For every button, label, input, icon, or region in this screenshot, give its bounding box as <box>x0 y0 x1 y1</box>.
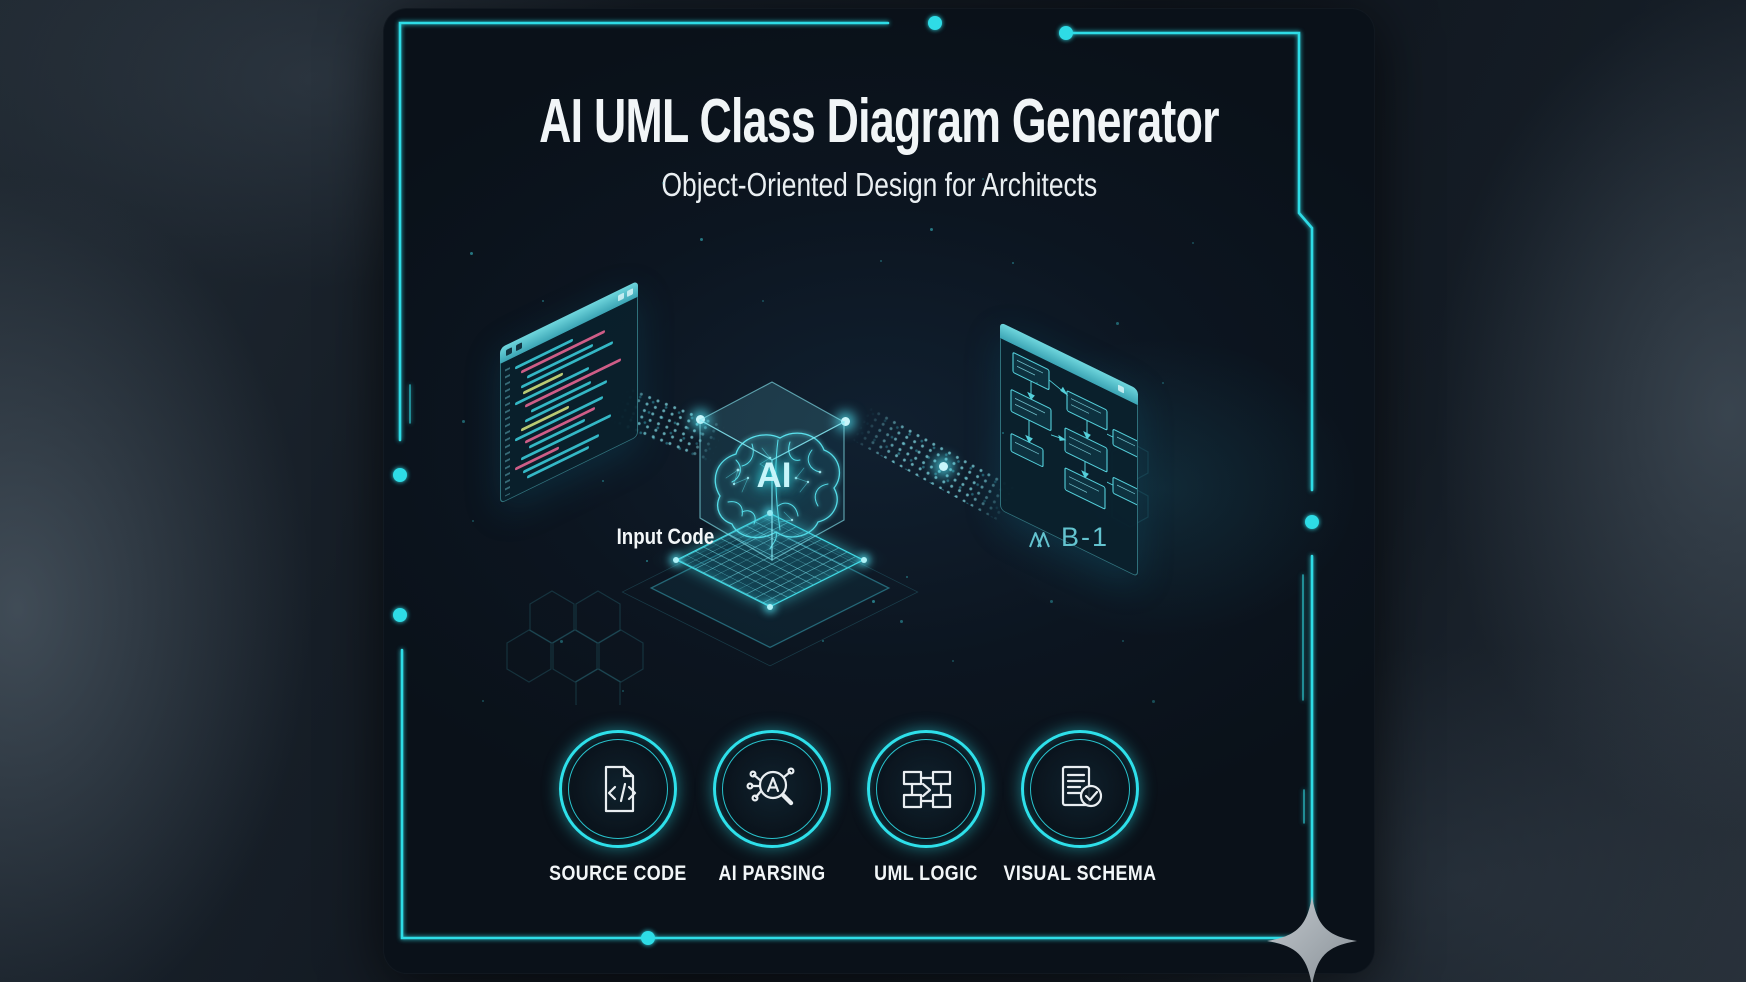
dust-dot <box>646 560 648 562</box>
window-button <box>516 342 522 352</box>
feature-source-code: SOURCE CODE <box>528 730 708 886</box>
feature-label: UML LOGIC <box>874 862 978 885</box>
window-icon <box>627 288 633 298</box>
glow-node <box>939 462 948 471</box>
grid-corner-dot <box>767 604 773 610</box>
line-number-gutter <box>505 367 510 497</box>
dust-dot <box>462 420 465 423</box>
input-code-label: Input Code <box>616 524 714 549</box>
dust-dot <box>560 640 563 643</box>
dust-dot <box>822 640 824 642</box>
uml-flow-icon <box>902 770 952 809</box>
dust-dot <box>982 178 984 180</box>
feature-label: VISUAL SCHEMA <box>1003 862 1157 885</box>
feature-ring <box>713 730 831 848</box>
feature-visual-schema: VISUAL SCHEMA <box>990 730 1170 886</box>
window-icon <box>1118 384 1124 394</box>
dust-dot <box>1050 600 1053 603</box>
dust-dot <box>1036 382 1038 384</box>
code-file-icon <box>604 765 637 813</box>
output-schema-label: B-1 <box>1028 522 1109 553</box>
dust-dot <box>906 576 908 578</box>
dust-dot <box>1116 322 1119 325</box>
feature-label: AI PARSING <box>718 862 826 885</box>
dust-dot <box>1162 382 1164 384</box>
dust-dot <box>1002 432 1004 434</box>
checked-document-icon <box>1061 765 1103 808</box>
window-icon <box>618 292 624 302</box>
ai-magnifier-icon <box>746 767 795 806</box>
feature-ai-parsing: AI PARSING <box>682 730 862 886</box>
ai-brain-icon <box>714 432 841 550</box>
dust-dot <box>542 300 544 302</box>
dust-dot <box>762 300 764 302</box>
dust-dot <box>700 238 703 241</box>
page-subtitle: Object-Oriented Design for Architects <box>661 166 1097 203</box>
dust-dot <box>1122 640 1124 642</box>
dust-dot <box>1192 242 1194 244</box>
dust-dot <box>472 520 474 522</box>
dust-dot <box>880 260 882 262</box>
page-title: AI UML Class Diagram Generator <box>539 87 1219 156</box>
dust-dot <box>1152 700 1155 703</box>
output-label-text: B-1 <box>1061 522 1110 552</box>
dust-dot <box>900 620 903 623</box>
feature-ring <box>867 730 985 848</box>
dust-dot <box>930 228 933 231</box>
feature-ring <box>559 730 677 848</box>
feature-label: SOURCE CODE <box>549 862 687 885</box>
feature-ring <box>1021 730 1139 848</box>
dust-dot <box>622 690 624 692</box>
grid-corner-dot <box>767 510 773 516</box>
dust-dot <box>662 182 664 184</box>
dust-dot <box>952 660 954 662</box>
dust-dot <box>470 252 473 255</box>
dust-dot <box>530 360 532 362</box>
feature-uml-logic: UML LOGIC <box>836 730 1016 886</box>
dust-dot <box>1012 262 1014 264</box>
dust-dot <box>602 480 604 482</box>
uml-peaks-icon <box>1029 531 1050 547</box>
window-button <box>506 347 512 357</box>
cube-ai-label: AI <box>756 456 792 495</box>
dust-dot <box>482 700 484 702</box>
dust-dot <box>872 600 875 603</box>
